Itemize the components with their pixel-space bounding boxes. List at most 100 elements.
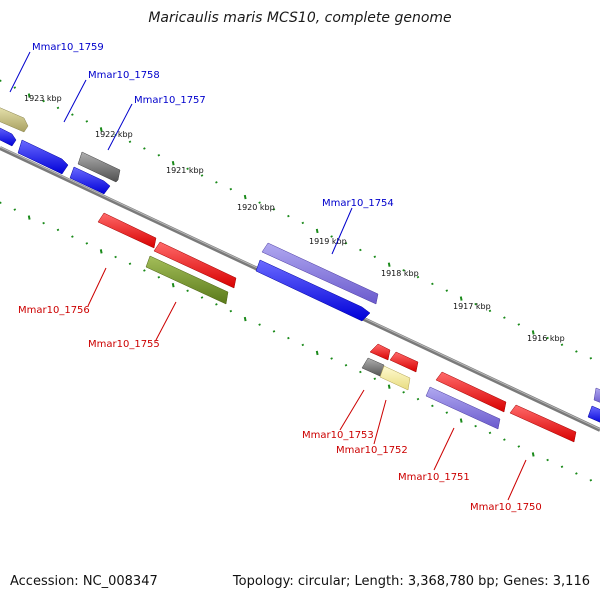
gene-feature[interactable] xyxy=(435,371,507,413)
gene-feature[interactable] xyxy=(0,106,29,133)
minor-tick xyxy=(200,296,204,299)
minor-tick xyxy=(0,79,2,82)
minor-tick xyxy=(474,302,477,306)
tick-label: 1923 kbp xyxy=(24,94,62,103)
minor-tick xyxy=(186,167,189,171)
gene-label-forward: Mmar10_1754 xyxy=(322,198,394,209)
minor-tick xyxy=(128,262,132,265)
gene-feature[interactable] xyxy=(593,387,600,404)
minor-tick xyxy=(157,276,161,279)
tick-label: 1919 kbp xyxy=(309,237,347,246)
gene-feature[interactable] xyxy=(369,343,391,361)
gene-feature[interactable] xyxy=(389,351,419,373)
minor-tick xyxy=(258,323,261,326)
minor-tick xyxy=(0,201,2,205)
tick-label: 1916 kbp xyxy=(527,334,565,343)
gene-feature[interactable] xyxy=(587,405,600,424)
tick-label: 1921 kbp xyxy=(166,166,204,175)
gene-feature[interactable] xyxy=(153,241,237,289)
gene-feature[interactable] xyxy=(17,139,69,175)
major-tick xyxy=(531,330,535,335)
gene-feature[interactable] xyxy=(69,166,111,195)
gene-label-forward: Mmar10_1758 xyxy=(88,70,160,81)
minor-tick xyxy=(330,357,333,360)
minor-tick xyxy=(431,404,434,408)
gene-feature[interactable] xyxy=(425,386,501,430)
minor-tick xyxy=(416,275,420,279)
minor-tick xyxy=(215,181,218,184)
major-tick xyxy=(531,452,535,457)
minor-tick xyxy=(200,174,204,177)
minor-tick xyxy=(157,154,161,157)
tick-label: 1920 kbp xyxy=(237,203,275,212)
major-tick xyxy=(315,350,319,356)
gene-feature[interactable] xyxy=(255,259,371,322)
major-tick xyxy=(243,316,247,322)
minor-tick xyxy=(229,187,233,191)
major-tick xyxy=(243,194,247,200)
minor-tick xyxy=(503,316,506,319)
gene-feature[interactable] xyxy=(261,242,379,305)
minor-tick xyxy=(359,248,362,252)
gene-label-reverse: Mmar10_1756 xyxy=(18,305,90,316)
major-tick xyxy=(459,296,463,301)
minor-tick xyxy=(373,377,377,381)
gene-feature[interactable] xyxy=(77,151,121,183)
major-tick xyxy=(27,215,31,220)
minor-tick xyxy=(56,106,60,110)
minor-tick xyxy=(229,309,233,313)
minor-tick xyxy=(85,120,89,123)
tick-label: 1917 kbp xyxy=(453,302,491,311)
minor-tick xyxy=(402,269,405,272)
accession-text: Accession: NC_008347 xyxy=(10,574,158,589)
gene-feature[interactable] xyxy=(97,212,157,249)
minor-tick xyxy=(416,397,420,401)
minor-tick xyxy=(71,235,74,238)
major-tick xyxy=(27,93,31,98)
major-tick xyxy=(99,249,103,254)
minor-tick xyxy=(503,438,506,441)
scale-ticks xyxy=(0,79,593,482)
major-tick xyxy=(387,384,391,389)
minor-tick xyxy=(287,336,290,340)
minor-tick xyxy=(13,86,17,89)
gene-feature[interactable] xyxy=(145,255,229,305)
minor-tick xyxy=(474,424,477,428)
minor-tick xyxy=(143,269,146,272)
minor-tick xyxy=(128,140,132,143)
minor-tick xyxy=(431,282,434,286)
tick-label: 1918 kbp xyxy=(381,269,419,278)
major-tick xyxy=(387,262,391,267)
minor-tick xyxy=(517,445,521,448)
minor-tick xyxy=(546,458,549,462)
reverse-features xyxy=(97,212,577,443)
minor-tick xyxy=(272,208,276,211)
minor-tick xyxy=(488,309,492,313)
minor-tick xyxy=(114,255,117,259)
minor-tick xyxy=(488,431,492,435)
minor-tick xyxy=(13,208,17,211)
gene-feature[interactable] xyxy=(361,357,385,378)
gene-label-reverse: Mmar10_1752 xyxy=(336,445,408,456)
minor-tick xyxy=(445,289,449,292)
minor-tick xyxy=(344,241,348,245)
minor-tick xyxy=(272,330,276,333)
tick-label: 1922 kbp xyxy=(95,130,133,139)
gene-feature[interactable] xyxy=(0,126,17,147)
minor-tick xyxy=(287,214,290,218)
gene-feature[interactable] xyxy=(379,365,411,391)
major-tick xyxy=(171,161,175,166)
major-tick xyxy=(171,283,175,288)
minor-tick xyxy=(42,221,45,225)
minor-tick xyxy=(71,113,74,116)
minor-tick xyxy=(546,336,549,340)
minor-tick xyxy=(56,228,60,232)
minor-tick xyxy=(143,147,146,150)
gene-feature[interactable] xyxy=(509,404,577,443)
minor-tick xyxy=(575,350,578,353)
gene-label-reverse: Mmar10_1753 xyxy=(302,430,374,441)
minor-tick xyxy=(186,289,189,293)
minor-tick xyxy=(85,242,89,245)
label-leaders xyxy=(9,51,527,501)
